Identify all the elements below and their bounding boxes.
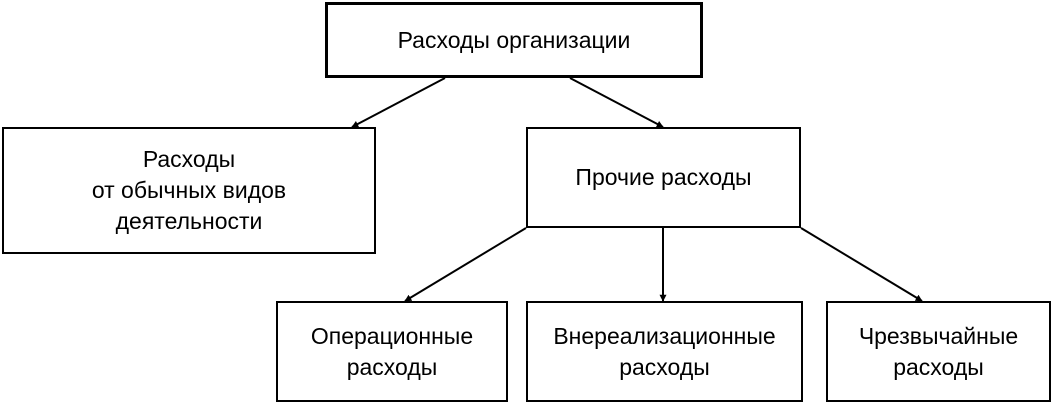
node-extraordinary-expenses: Чрезвычайные расходы: [826, 301, 1051, 402]
node-label: Внереализационные расходы: [553, 322, 776, 380]
node-label: Расходы организации: [397, 26, 631, 53]
node-operating-expenses: Операционные расходы: [276, 301, 508, 402]
node-non-operating-expenses: Внереализационные расходы: [526, 301, 803, 402]
edge-other-to-operating: [404, 227, 527, 302]
node-label: Расходы от обычных видов деятельности: [91, 146, 287, 234]
edge-root-to-normal: [351, 77, 446, 128]
edge-root-to-other: [569, 77, 664, 128]
node-ordinary-activities-expenses: Расходы от обычных видов деятельности: [2, 127, 376, 254]
node-label: Операционные расходы: [310, 322, 474, 380]
node-other-expenses: Прочие расходы: [526, 127, 801, 228]
edge-other-to-extraordinary: [800, 227, 923, 302]
node-label: Прочие расходы: [575, 164, 752, 190]
node-label: Чрезвычайные расходы: [858, 322, 1019, 380]
node-organization-expenses: Расходы организации: [325, 2, 703, 78]
